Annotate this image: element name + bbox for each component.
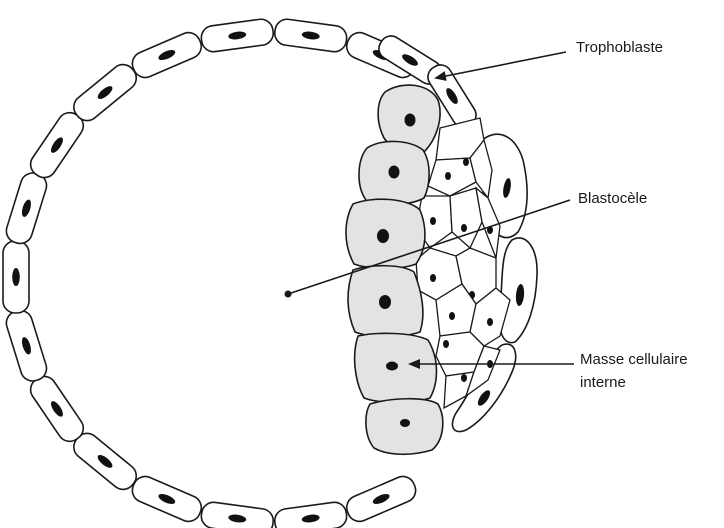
- trophoblast-cell: [200, 501, 275, 528]
- blastocoel-leader-dot: [285, 291, 292, 298]
- nucleus: [449, 312, 455, 320]
- trophoblast-cell: [273, 501, 348, 528]
- inner-mass-label-line1: Masse cellulaire: [580, 351, 688, 368]
- nucleus: [405, 114, 416, 127]
- nucleus: [386, 362, 398, 371]
- trophoblast-label: Trophoblaste: [576, 39, 663, 56]
- inner-mass-label-line2: interne: [580, 374, 626, 391]
- nucleus: [377, 229, 389, 243]
- blastocoel-label: Blastocèle: [578, 190, 647, 207]
- nucleus: [445, 172, 451, 180]
- nucleus: [400, 419, 410, 427]
- nucleus: [461, 224, 467, 232]
- nucleus: [379, 295, 391, 309]
- nucleus: [487, 318, 493, 326]
- nucleus: [461, 374, 467, 382]
- nucleus: [430, 217, 436, 225]
- nucleus: [389, 166, 400, 179]
- trophoblast-leader-arrow: [436, 52, 566, 78]
- nucleus: [463, 158, 469, 166]
- nucleus: [12, 268, 20, 286]
- nucleus: [430, 274, 436, 282]
- nucleus: [443, 340, 449, 348]
